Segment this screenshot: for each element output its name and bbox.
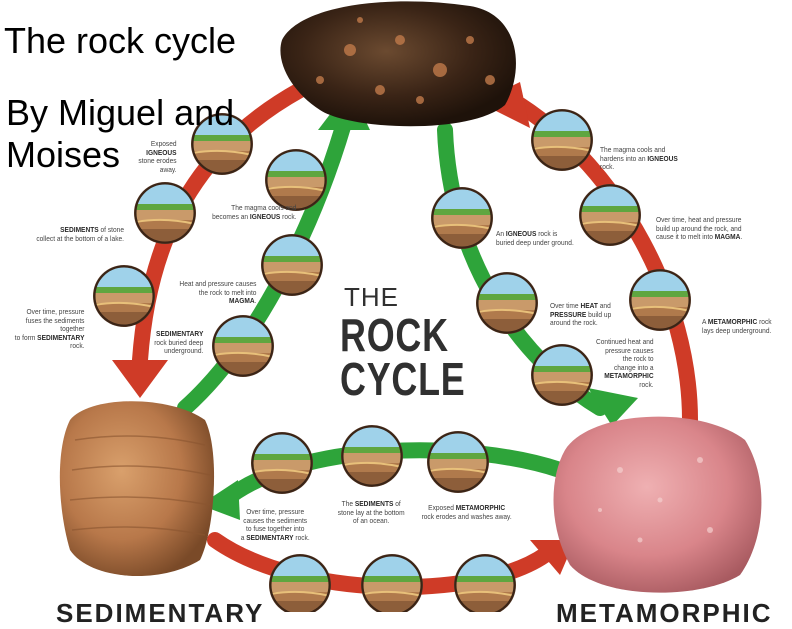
vignette-bottom-3 [454, 554, 516, 612]
caption-line: rock erodes and washes away. [421, 511, 512, 521]
caption-line: pressure causes [605, 345, 654, 355]
slide-subtitle: By Miguel and Moises [6, 92, 234, 176]
caption-line: a SEDIMENTARY rock. [240, 532, 310, 542]
metamorphic-rock [553, 416, 762, 593]
caption-line: underground. [164, 346, 204, 355]
caption-line: causes the sediments [243, 515, 308, 525]
caption-line: Over time, heat and pressure [656, 215, 742, 224]
caption-line: stone erodes away. [138, 156, 177, 174]
caption-line: becomes an IGNEOUS rock. [212, 211, 297, 221]
vignette-igneous-buried [431, 187, 493, 249]
diagram-title-the: THE [344, 282, 399, 312]
vignette-bottom-2 [361, 554, 423, 612]
caption-line: to form SEDIMENTARY rock. [14, 332, 85, 350]
caption-line: The SEDIMENTS of [341, 499, 401, 508]
vignette-sediments-lake [134, 182, 196, 244]
caption-line: Over time HEAT and [550, 301, 611, 310]
label-metamorphic: METAMORPHIC [556, 598, 773, 628]
diagram-title-rock: ROCK [340, 309, 449, 361]
vignette-pressure-bottom [251, 432, 313, 494]
caption-line: fuses the sediments together [25, 315, 85, 333]
caption-line: SEDIMENTARY [156, 329, 204, 338]
vignette-heat-pressure-inner [261, 234, 323, 296]
caption-line: collect at the bottom of a lake. [36, 233, 124, 243]
caption-line: rock. [639, 379, 654, 389]
caption-line: stone lay at the bottom [337, 507, 405, 517]
vignette-heat-pressure-right [476, 272, 538, 334]
diagram-title-cycle: CYCLE [340, 353, 466, 405]
rock-cycle-slide: The rock cycle By Miguel and Moises [0, 1, 774, 628]
slide-title: The rock cycle [4, 20, 237, 61]
caption-line: Over time, pressure [26, 307, 85, 316]
caption-line: change into a [613, 362, 654, 372]
caption-line: the rock to melt into MAGMA. [198, 287, 257, 305]
subtitle-line-1: By Miguel and [6, 92, 235, 133]
vignette-magma-cools-inner [265, 149, 327, 211]
vignette-magma-cools-right [531, 109, 593, 171]
vignette-metamorphic-lays [629, 269, 691, 331]
caption-line: cause it to melt into MAGMA. [656, 232, 743, 241]
caption-line: An IGNEOUS rock is [496, 229, 558, 238]
caption-line: METAMORPHIC [604, 371, 654, 380]
sedimentary-rock [59, 401, 215, 577]
subtitle-line-2: Moises [6, 134, 121, 175]
caption-line: of an ocean. [353, 516, 390, 525]
caption-line: The magma cools and [231, 203, 297, 212]
diagram-title: THE ROCK CYCLE [340, 282, 480, 405]
caption-line: the rock to [622, 354, 654, 363]
caption-line: A METAMORPHIC rock [702, 317, 772, 326]
vignette-overtime-melt [579, 184, 641, 246]
caption-line: Exposed METAMORPHIC [428, 503, 506, 512]
vignette-sediments-ocean [341, 425, 403, 487]
vignette-continued-heat [531, 344, 593, 406]
caption-line: to fuse together into [246, 524, 305, 533]
rock-cycle-diagram [59, 1, 762, 612]
arrow-head-sedimentary-bottom [200, 480, 240, 520]
igneous-rock [280, 1, 516, 127]
caption-line: SEDIMENTS of stone [60, 225, 124, 234]
caption-line: Heat and pressure causes [179, 279, 257, 288]
caption-line: hardens into an IGNEOUS rock. [600, 153, 678, 171]
label-sedimentary: SEDIMENTARY [56, 598, 265, 628]
vignette-pressure-fuses [93, 265, 155, 327]
caption-line: buried deep under ground. [496, 237, 574, 247]
caption-line: The magma cools and [600, 145, 666, 154]
caption-line: build up around the rock, and [656, 223, 742, 233]
arrow-head-sedimentary [112, 360, 168, 398]
vignette-sedimentary-buried [212, 315, 274, 377]
caption-line: lays deep underground. [702, 325, 772, 335]
vignette-exposed-metamorphic [427, 431, 489, 493]
arrow-head-metamorphic [588, 388, 638, 426]
caption-line: Exposed IGNEOUS [146, 139, 177, 157]
caption-line: Continued heat and [595, 337, 654, 346]
caption-line: around the rock. [550, 318, 598, 327]
caption-line: Over time, pressure [246, 507, 305, 516]
caption-line: rock buried deep [154, 337, 204, 347]
caption-line: PRESSURE build up [550, 309, 612, 319]
